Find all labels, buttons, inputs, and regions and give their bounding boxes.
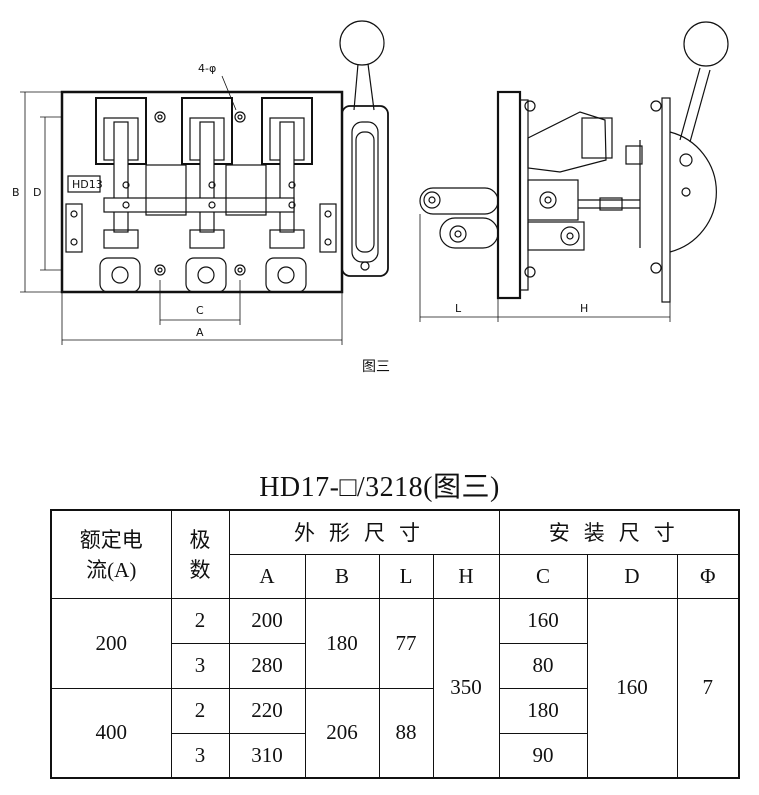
- header-phi: Φ: [676, 553, 740, 599]
- front-view: [20, 20, 389, 345]
- cell-d: 160: [586, 597, 678, 779]
- figure-caption: 图三: [362, 359, 390, 375]
- header-rated-current-line1: 额定电: [79, 528, 143, 553]
- header-h: H: [432, 553, 500, 599]
- dim-label-l: L: [455, 302, 462, 315]
- header-rated-current: 额定电 流(A): [50, 509, 172, 599]
- cell-b: 206: [304, 687, 380, 779]
- header-l: L: [378, 553, 434, 599]
- header-poles-line2: 数: [189, 558, 211, 583]
- table-title: HD17-□/3218(图三): [259, 472, 500, 503]
- header-d: D: [586, 553, 678, 599]
- table-row: 3 280 80: [51, 642, 739, 689]
- cell-c: 80: [498, 642, 588, 689]
- cell-l: 77: [378, 597, 434, 689]
- header-outline-dimensions: 外形尺寸: [228, 509, 500, 555]
- dim-label-b: B: [12, 186, 20, 199]
- header-c: C: [498, 553, 588, 599]
- cell-poles: 3: [170, 732, 230, 779]
- header-a: A: [228, 553, 306, 599]
- dim-label-a: A: [196, 326, 204, 339]
- table-row: 3 310 90: [51, 732, 739, 779]
- technical-drawing: 4-φ HD13 B D C A L H: [12, 20, 729, 345]
- hole-label: 4-φ: [198, 62, 216, 75]
- cell-poles: 3: [170, 642, 230, 689]
- cell-c: 180: [498, 687, 588, 734]
- header-rated-current-line2: 流(A): [86, 558, 137, 583]
- cell-a: 200: [228, 597, 306, 644]
- cell-current: 400: [50, 687, 172, 779]
- cell-poles: 2: [170, 597, 230, 644]
- cell-l: 88: [378, 687, 434, 779]
- side-view: [419, 21, 729, 322]
- header-install-dimensions: 安装尺寸: [498, 509, 740, 555]
- header-b: B: [304, 553, 380, 599]
- cell-c: 160: [498, 597, 588, 644]
- table-row: 400 2 220 206 88 180: [50, 687, 739, 779]
- cell-poles: 2: [170, 687, 230, 734]
- cell-a: 280: [228, 642, 306, 689]
- header-poles: 极 数: [170, 509, 230, 599]
- cell-c: 90: [498, 732, 588, 779]
- table-row: 200 2 200 180 77 350 160 160 7: [50, 597, 740, 779]
- cell-a: 220: [228, 687, 306, 734]
- cell-b: 180: [304, 597, 380, 689]
- header-poles-line1: 极: [189, 528, 211, 553]
- cell-a: 310: [228, 732, 306, 779]
- cell-h: 350: [432, 597, 500, 779]
- nameplate-label: HD13: [72, 178, 103, 191]
- spec-table: 额定电 流(A) 极 数 外形尺寸 安装尺寸 A B L H C D Φ 200…: [50, 509, 741, 779]
- dim-label-d: D: [33, 186, 41, 199]
- dim-label-c: C: [196, 304, 204, 317]
- cell-phi: 7: [676, 597, 740, 779]
- cell-current: 200: [50, 597, 172, 689]
- dim-label-h: H: [580, 302, 588, 315]
